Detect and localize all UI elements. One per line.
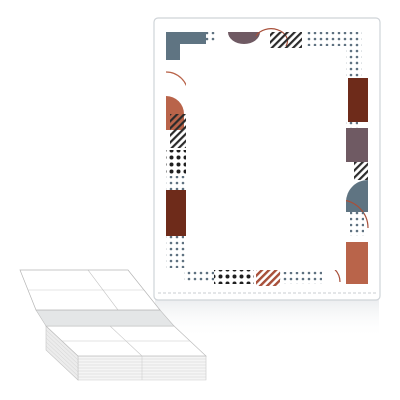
paper-sheet bbox=[153, 17, 381, 338]
fold-panel bbox=[35, 309, 175, 327]
inner-blank-area bbox=[186, 48, 346, 270]
dot-pattern bbox=[350, 212, 364, 236]
dot-pattern bbox=[202, 268, 214, 282]
stripe-pattern bbox=[270, 32, 302, 48]
slate-corner-shape bbox=[166, 32, 206, 60]
geometric-border bbox=[165, 28, 369, 286]
dot-pattern bbox=[166, 176, 186, 190]
dot-pattern bbox=[306, 32, 346, 46]
mauve-block bbox=[346, 128, 368, 162]
stack-layers bbox=[45, 325, 207, 381]
mahogany-block bbox=[348, 78, 368, 122]
dot-pattern bbox=[346, 32, 362, 62]
dot-pattern bbox=[280, 272, 302, 284]
stripe-pattern bbox=[170, 114, 186, 148]
mahogany-block bbox=[166, 190, 188, 236]
dark-dot-pattern bbox=[214, 270, 254, 284]
sheet-reflection bbox=[155, 298, 379, 338]
mauve-semicircle bbox=[228, 32, 260, 44]
dot-pattern bbox=[346, 60, 362, 78]
stripe-pattern bbox=[354, 162, 368, 180]
dark-dot-pattern bbox=[166, 150, 186, 176]
dot-pattern bbox=[166, 236, 184, 268]
fanfold-paper-stack bbox=[19, 269, 207, 381]
rust-stripe-pattern bbox=[256, 270, 280, 286]
slate-quarter-shape bbox=[346, 180, 368, 212]
terracotta-block bbox=[346, 242, 368, 284]
dot-pattern bbox=[204, 32, 216, 43]
dot-pattern bbox=[302, 270, 322, 284]
